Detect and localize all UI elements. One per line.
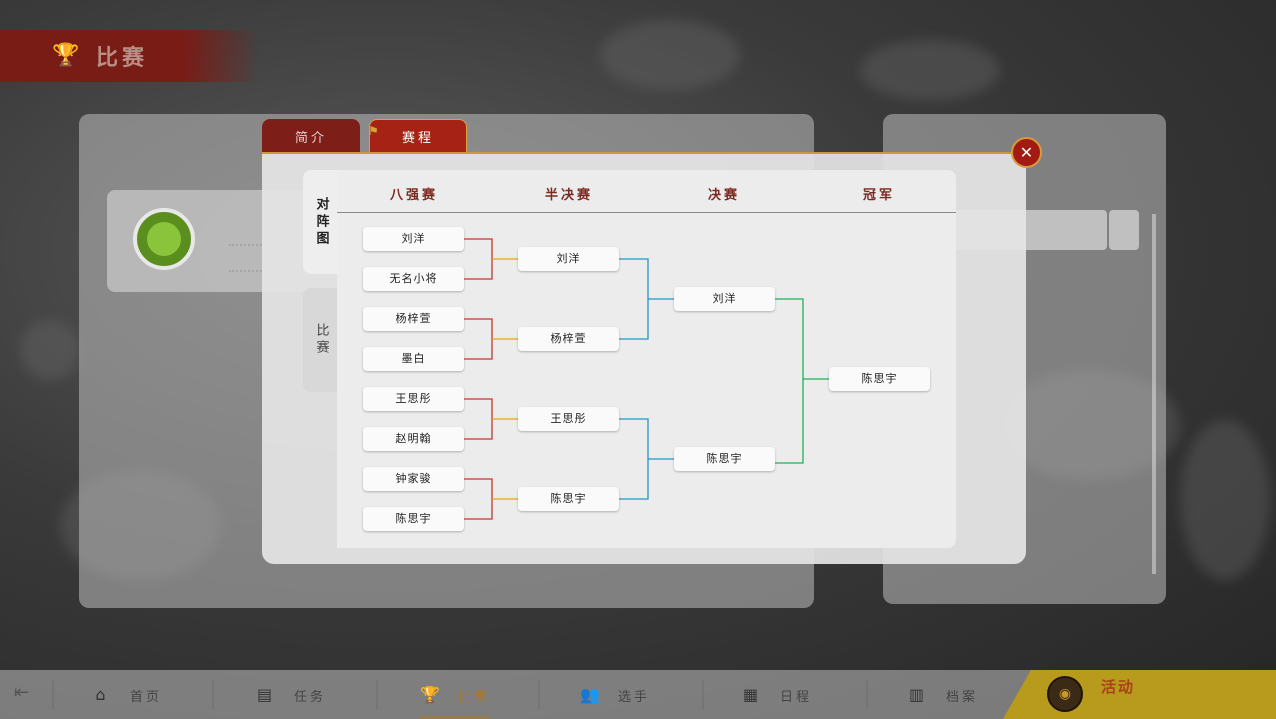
close-icon: ✕ [1019,143,1034,162]
exit-icon[interactable]: ⇤ [14,682,30,703]
player-sf-3[interactable]: 王思彤 [518,407,619,431]
players-icon: 👥 [580,685,603,704]
trophy-icon: 🏆 [52,43,80,68]
side-tab-bracket[interactable]: 对阵图 [303,170,339,274]
tab-schedule-label: 赛程 [401,131,434,146]
player-qf-4[interactable]: 墨白 [363,347,464,371]
active-indicator [420,716,490,719]
divider [337,212,956,213]
background-blob [860,40,1000,100]
divider [52,680,54,710]
page-header: 🏆 比赛 [0,30,260,82]
divider [702,680,704,710]
background-blob [600,20,740,90]
nav-schedule-label: 日程 [780,689,813,705]
column-header-final: 决赛 [707,188,740,203]
nav-tasks-label: 任务 [294,689,327,705]
archive-icon: ▥ [908,685,928,704]
player-qf-3[interactable]: 杨梓萱 [363,307,464,331]
player-qf-2[interactable]: 无名小将 [363,267,464,291]
player-final-2[interactable]: 陈思宇 [674,447,775,471]
tasks-icon: ▤ [256,685,276,704]
player-qf-1[interactable]: 刘洋 [363,227,464,251]
player-qf-6[interactable]: 赵明翰 [363,427,464,451]
player-sf-4[interactable]: 陈思宇 [518,487,619,511]
player-qf-7[interactable]: 钟家骏 [363,467,464,491]
column-header-champion: 冠军 [862,188,895,203]
nav-match-label: 比赛 [458,689,491,705]
player-qf-8[interactable]: 陈思宇 [363,507,464,531]
home-icon: ⌂ [95,685,109,704]
column-header-quarterfinal: 八强赛 [389,188,438,203]
side-tab-matches[interactable]: 比赛 [303,288,339,392]
trophy-icon: 🏆 [420,685,443,704]
column-header-semifinal: 半决赛 [544,188,593,203]
tab-schedule[interactable]: ⚑ 赛程 [368,119,467,153]
edit-icon [1109,210,1139,250]
divider [376,680,378,710]
background-blob [20,320,80,380]
scrollbar [1152,214,1156,574]
nav-tasks[interactable]: ▤ 任务 [256,682,326,708]
nav-players-label: 选手 [618,689,651,705]
calendar-icon: ▦ [742,685,762,704]
nav-players[interactable]: 👥 选手 [580,682,650,708]
promo-title: 活动 [1101,678,1136,696]
nav-home[interactable]: ⌂ 首页 [92,682,162,708]
player-qf-5[interactable]: 王思彤 [363,387,464,411]
close-button[interactable]: ✕ [1011,137,1042,168]
player-final-1[interactable]: 刘洋 [674,287,775,311]
divider [866,680,868,710]
tab-intro[interactable]: 简介 [262,119,360,153]
promo-banner[interactable]: ◉ 活动 [1003,670,1276,719]
page-title: 比赛 [96,46,149,71]
nav-match[interactable]: 🏆 比赛 [420,682,490,708]
divider [538,680,540,710]
coin-icon: ◉ [1047,676,1083,712]
nav-archive[interactable]: ▥ 档案 [908,682,978,708]
player-sf-2[interactable]: 杨梓萱 [518,327,619,351]
nav-archive-label: 档案 [946,689,979,705]
player-sf-1[interactable]: 刘洋 [518,247,619,271]
nav-home-label: 首页 [130,689,163,705]
champion[interactable]: 陈思宇 [829,367,930,391]
divider [212,680,214,710]
nav-schedule[interactable]: ▦ 日程 [742,682,812,708]
tournament-emblem [133,208,195,270]
background-blob [1180,420,1270,580]
flag-icon: ⚑ [368,124,382,138]
